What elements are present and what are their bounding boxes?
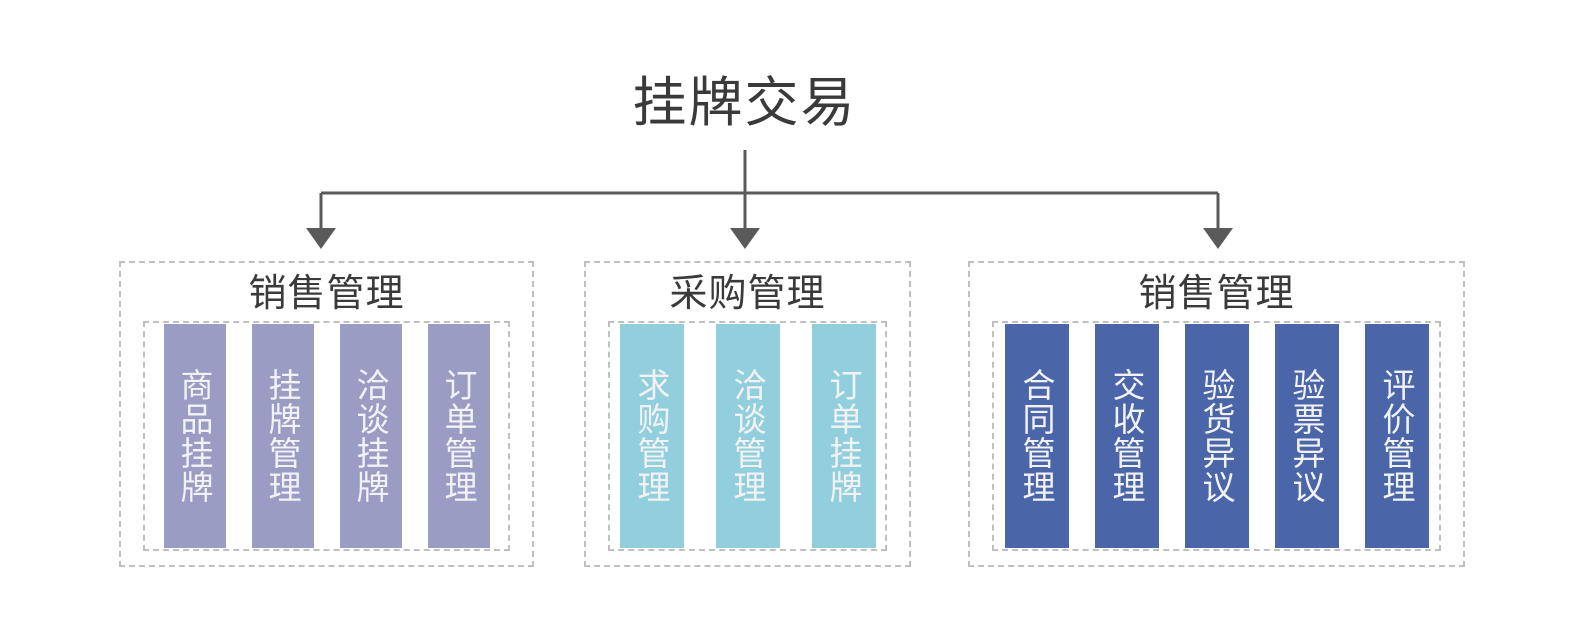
node-订单挂牌[interactable]: 订单挂牌 xyxy=(811,324,876,548)
node-求购管理[interactable]: 求购管理 xyxy=(619,324,684,548)
group-inner-frame: 求购管理 洽谈管理 订单挂牌 xyxy=(608,321,887,551)
node-挂牌管理[interactable]: 挂牌管理 xyxy=(251,324,314,548)
arrowhead-center-icon xyxy=(730,228,760,249)
group-title: 销售管理 xyxy=(248,273,405,315)
node-商品挂牌[interactable]: 商品挂牌 xyxy=(163,324,226,548)
node-合同管理[interactable]: 合同管理 xyxy=(1004,324,1069,548)
arrowhead-left-icon xyxy=(306,228,336,249)
node-评价管理[interactable]: 评价管理 xyxy=(1364,324,1429,548)
node-验货异议[interactable]: 验货异议 xyxy=(1184,324,1249,548)
node-洽谈挂牌[interactable]: 洽谈挂牌 xyxy=(339,324,402,548)
group-title: 采购管理 xyxy=(669,273,826,315)
group-sales-management-post[interactable]: 销售管理 合同管理 交收管理 验货异议 验票异议 评价管理 xyxy=(968,261,1465,567)
node-交收管理[interactable]: 交收管理 xyxy=(1094,324,1159,548)
group-sales-management-pre[interactable]: 销售管理 商品挂牌 挂牌管理 洽谈挂牌 订单管理 xyxy=(119,261,534,567)
group-purchase-management[interactable]: 采购管理 求购管理 洽谈管理 订单挂牌 xyxy=(584,261,911,567)
root-title: 挂牌交易 xyxy=(632,73,857,133)
node-验票异议[interactable]: 验票异议 xyxy=(1274,324,1339,548)
node-洽谈管理[interactable]: 洽谈管理 xyxy=(715,324,780,548)
arrowhead-right-icon xyxy=(1203,228,1233,249)
node-订单管理[interactable]: 订单管理 xyxy=(427,324,490,548)
group-title: 销售管理 xyxy=(1138,273,1295,315)
group-row: 销售管理 商品挂牌 挂牌管理 洽谈挂牌 订单管理 采购管理 求购管理 洽谈管理 … xyxy=(119,261,1465,567)
group-inner-frame: 商品挂牌 挂牌管理 洽谈挂牌 订单管理 xyxy=(143,321,510,551)
group-inner-frame: 合同管理 交收管理 验货异议 验票异议 评价管理 xyxy=(992,321,1441,551)
